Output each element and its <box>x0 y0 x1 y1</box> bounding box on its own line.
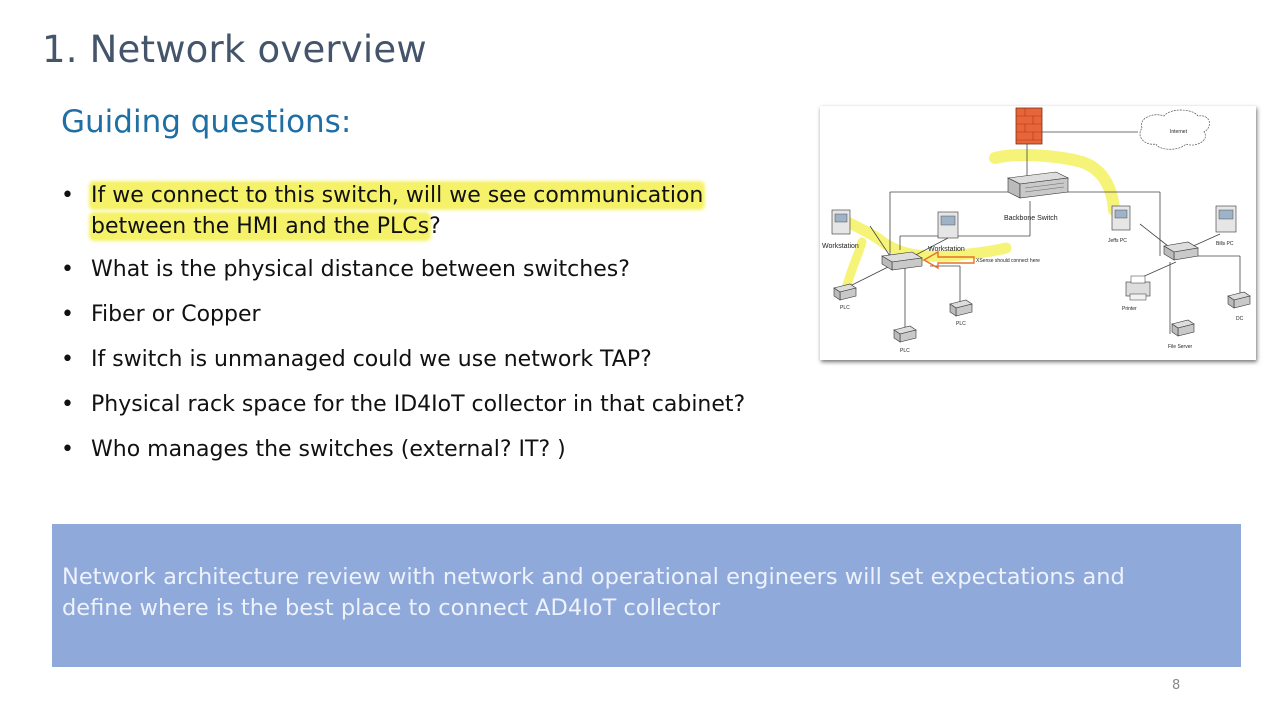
workstation-icon <box>1215 205 1237 233</box>
bullet-icon: • <box>61 347 74 372</box>
plc-mid-label: PLC <box>956 321 966 327</box>
internet-cloud-icon: Internet <box>1139 109 1210 150</box>
bills-pc-label: Bills PC <box>1216 241 1234 247</box>
bullet-icon: • <box>61 183 74 208</box>
summary-banner: Network architecture review with network… <box>52 524 1241 667</box>
plc-icon <box>949 299 973 317</box>
backbone-switch-label: Backbone Switch <box>1004 215 1058 222</box>
jeffs-pc-label: Jeffs PC <box>1108 238 1127 244</box>
plc-left-label: PLC <box>840 305 850 311</box>
network-diagram: Internet Backbone Switch Workstation Wor… <box>820 106 1256 360</box>
plc-icon <box>893 325 917 343</box>
list-item: • If we connect to this switch, will we … <box>61 180 801 242</box>
internet-label: Internet <box>1170 129 1188 135</box>
bullet-icon: • <box>61 302 74 327</box>
list-item-text: If switch is unmanaged could we use netw… <box>91 347 652 372</box>
list-item: • Physical rack space for the ID4IoT col… <box>61 389 801 420</box>
summary-banner-text: Network architecture review with network… <box>62 564 1125 621</box>
bullet-icon: • <box>61 392 74 417</box>
highlighted-text: between the HMI and the PLCs <box>91 214 430 239</box>
list-item-text: What is the physical distance between sw… <box>91 257 630 282</box>
plc-bottom-label: PLC <box>900 348 910 354</box>
plc-icon <box>833 283 857 301</box>
printer-icon <box>1125 275 1151 301</box>
file-server-label: File Server <box>1168 344 1193 350</box>
arrow-icon <box>922 250 975 270</box>
highlighted-text: If we connect to this switch, will we se… <box>91 183 704 208</box>
list-item: • Who manages the switches (external? IT… <box>61 434 801 465</box>
guiding-questions-heading: Guiding questions: <box>61 104 352 140</box>
xsense-note-label: XSense should connect here <box>976 258 1040 264</box>
server-icon <box>1171 319 1195 337</box>
guiding-questions-list: • If we connect to this switch, will we … <box>61 180 801 479</box>
workstation-icon <box>1111 205 1131 231</box>
workstation-left-label: Workstation <box>822 243 859 250</box>
workstation-mid-label: Workstation <box>928 246 965 253</box>
firewall-icon <box>1015 107 1043 145</box>
list-item: • What is the physical distance between … <box>61 254 801 285</box>
switch-icon <box>881 251 923 271</box>
printer-label: Printer <box>1122 306 1137 312</box>
list-item-text: Fiber or Copper <box>91 302 261 327</box>
page-number: 8 <box>1172 678 1181 693</box>
workstation-icon <box>937 211 959 239</box>
list-item-text: Physical rack space for the ID4IoT colle… <box>91 392 746 417</box>
list-item: • If switch is unmanaged could we use ne… <box>61 344 801 375</box>
list-item-text: ? <box>429 214 441 239</box>
backbone-switch-icon <box>1006 171 1070 199</box>
list-item: • Fiber or Copper <box>61 299 801 330</box>
slide-title: 1. Network overview <box>42 28 427 71</box>
workstation-icon <box>831 209 851 235</box>
bullet-icon: • <box>61 437 74 462</box>
switch-icon <box>1163 241 1199 261</box>
bullet-icon: • <box>61 257 74 282</box>
dc-label: DC <box>1236 316 1244 322</box>
list-item-text: Who manages the switches (external? IT? … <box>91 437 566 462</box>
server-icon <box>1227 291 1251 309</box>
